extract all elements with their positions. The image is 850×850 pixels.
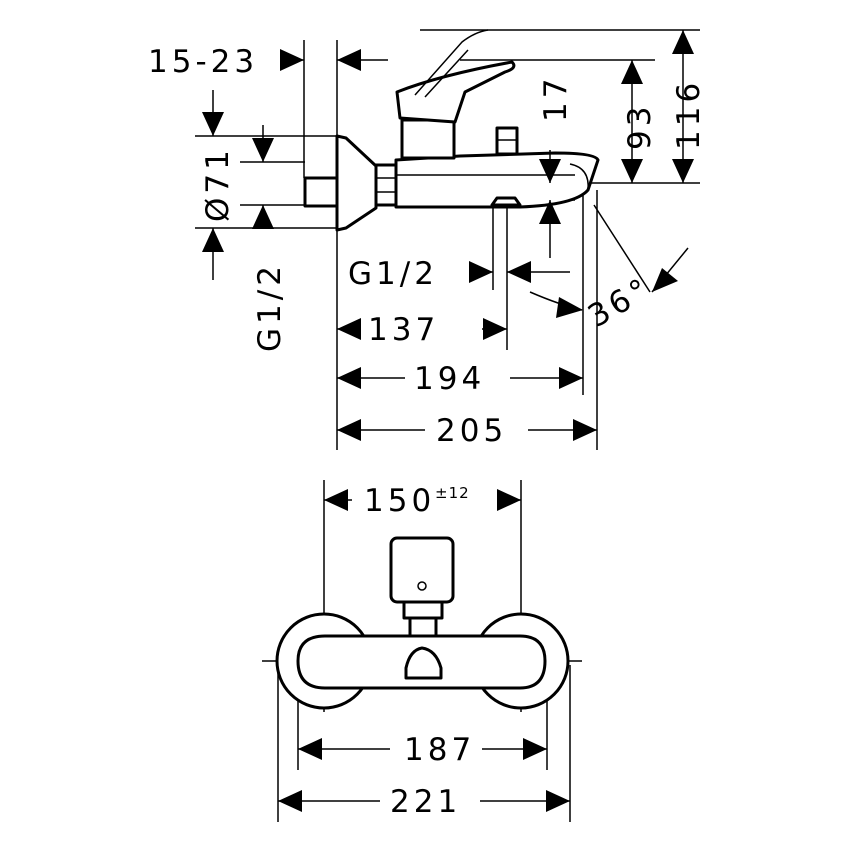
dim-height-93: 93 xyxy=(622,103,658,150)
dim-width-221: 221 xyxy=(390,784,461,820)
dim-angle: 36° xyxy=(582,270,658,335)
dim-centers-tolerance: ±12 xyxy=(435,484,470,502)
dim-height-116: 116 xyxy=(671,79,707,150)
diverter-knob xyxy=(495,126,519,156)
side-view: 15-23 Ø71 G1/2 G1/2 17 93 116 xyxy=(148,29,707,450)
front-handle xyxy=(389,536,455,604)
dim-offset: 15-23 xyxy=(148,44,258,80)
dim-reach-205: 205 xyxy=(436,413,507,449)
dim-connection-bottom: G1/2 xyxy=(348,256,438,292)
front-outlet xyxy=(404,646,443,680)
front-handle-stem xyxy=(402,600,444,620)
dim-centers: 150 xyxy=(364,483,435,519)
dim-connection-left: G1/2 xyxy=(252,262,288,352)
rosette xyxy=(335,134,378,232)
front-view: 150 ±12 187 221 xyxy=(262,480,582,822)
dim-spout-height: 17 xyxy=(538,75,574,122)
outlet xyxy=(490,196,522,207)
front-handle-base xyxy=(408,616,438,638)
nut xyxy=(374,163,398,207)
dim-reach-194: 194 xyxy=(414,361,485,397)
dim-width-187: 187 xyxy=(404,732,475,768)
dim-diameter: Ø71 xyxy=(200,146,236,222)
dim-reach-137: 137 xyxy=(368,312,439,348)
lever-handle xyxy=(395,60,516,124)
lever-stem xyxy=(400,118,456,160)
wall-connector xyxy=(303,176,339,208)
